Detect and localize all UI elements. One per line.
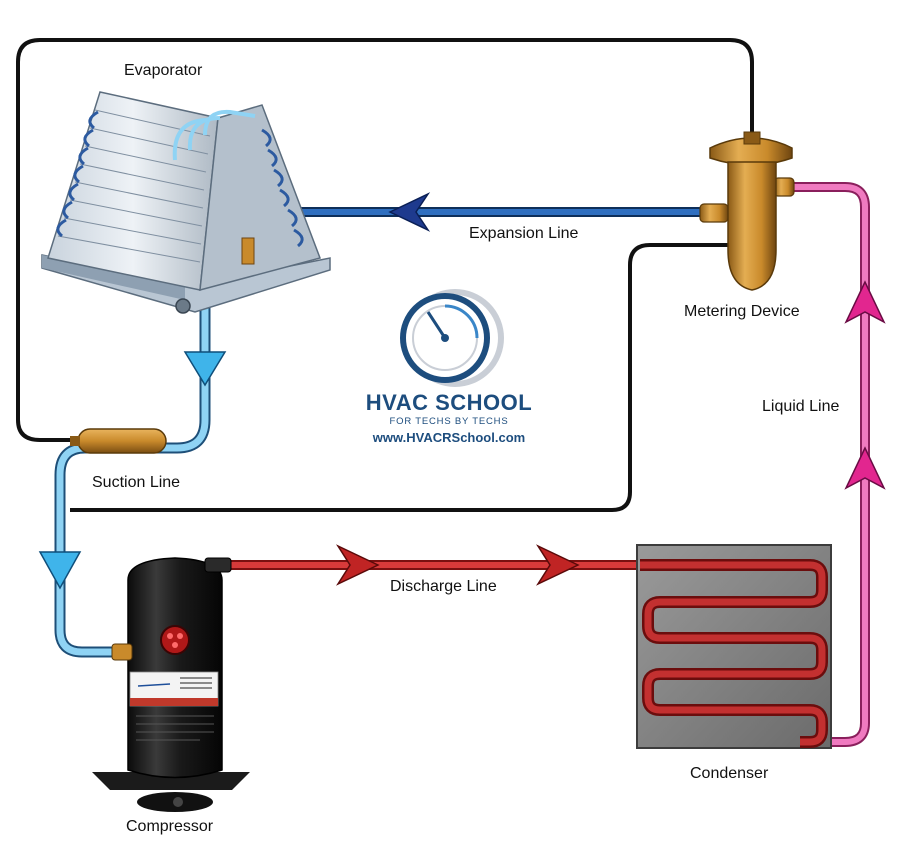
evaporator-coil (41, 91, 331, 314)
gauge-icon (400, 289, 504, 387)
label-suction-line: Suction Line (92, 474, 180, 491)
hvac-school-logo: HVAC SCHOOL FOR TECHS BY TECHS www.HVACR… (366, 289, 532, 445)
sensing-line (16, 38, 754, 512)
label-discharge-line: Discharge Line (390, 578, 497, 595)
suction-accumulator (70, 428, 167, 454)
label-metering-device: Metering Device (684, 303, 800, 320)
logo-tagline: FOR TECHS BY TECHS (390, 416, 509, 427)
condenser-coil (636, 544, 832, 749)
discharge-flow-arrow (335, 544, 580, 586)
label-compressor: Compressor (126, 818, 214, 835)
label-expansion-line: Expansion Line (469, 225, 579, 242)
logo-title: HVAC SCHOOL (366, 390, 532, 415)
suction-flow-arrow (38, 351, 227, 590)
label-liquid-line: Liquid Line (762, 398, 840, 415)
suction-line-pipe (54, 135, 211, 658)
expansion-flow-arrow (388, 192, 431, 232)
label-evaporator: Evaporator (124, 62, 203, 79)
compressor-unit (92, 557, 250, 812)
metering-device-valve (699, 131, 795, 291)
label-condenser: Condenser (690, 765, 769, 782)
logo-url: www.HVACRSchool.com (372, 430, 525, 445)
liquid-flow-arrow (844, 280, 886, 490)
